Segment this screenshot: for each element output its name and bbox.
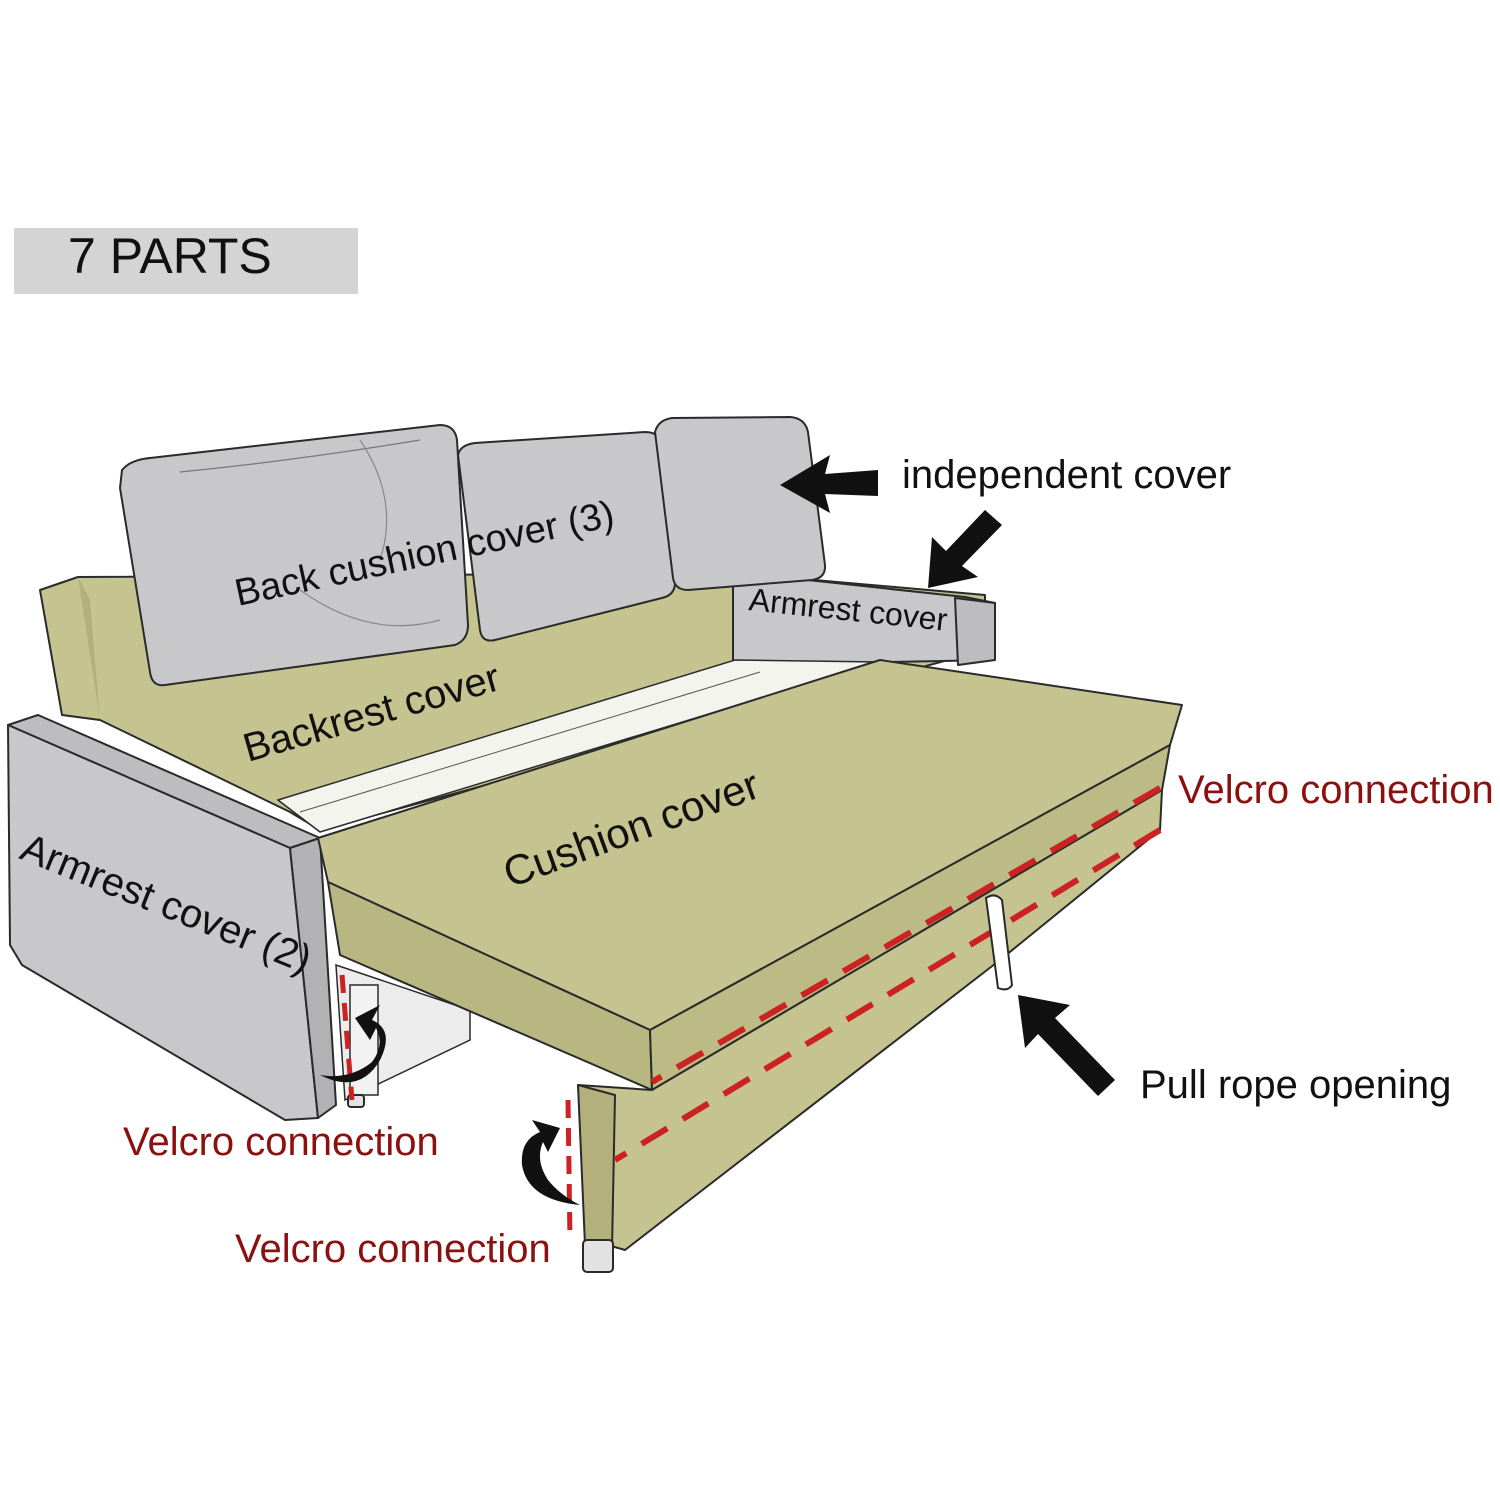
velcro-lines <box>339 785 1162 1241</box>
label-velcro-right: Velcro connection <box>1178 768 1494 812</box>
arrow-pull-rope-icon <box>1018 995 1115 1096</box>
label-velcro-left: Velcro connection <box>123 1120 439 1164</box>
seat-cushion <box>317 659 1183 1091</box>
arrow-armrest-right-icon <box>928 510 1002 588</box>
velcro-line-base <box>613 827 1162 1163</box>
label-independent-cover: independent cover <box>902 453 1231 497</box>
curved-arrow-left-icon <box>320 1005 386 1083</box>
sofa-bed-base <box>347 789 1163 1273</box>
banner-text: 7 PARTS <box>68 228 272 284</box>
velcro-line-bottom <box>565 1099 573 1241</box>
back-cushions <box>119 416 827 687</box>
back-cushion-3 <box>654 416 827 591</box>
velcro-line-left <box>339 974 355 1101</box>
parts-count-banner: 7 PARTS <box>14 228 358 294</box>
label-pull-rope-opening: Pull rope opening <box>1140 1063 1451 1107</box>
armrest-right <box>732 571 996 666</box>
curved-arrow-bottom-icon <box>521 1120 580 1205</box>
armrest-left <box>7 714 337 1121</box>
arrow-independent-cover-icon <box>780 455 878 513</box>
label-velcro-bottom: Velcro connection <box>235 1227 551 1271</box>
back-cushion-1 <box>119 424 469 687</box>
velcro-line-seat <box>650 785 1162 1085</box>
pull-rope-strap <box>984 894 1014 991</box>
